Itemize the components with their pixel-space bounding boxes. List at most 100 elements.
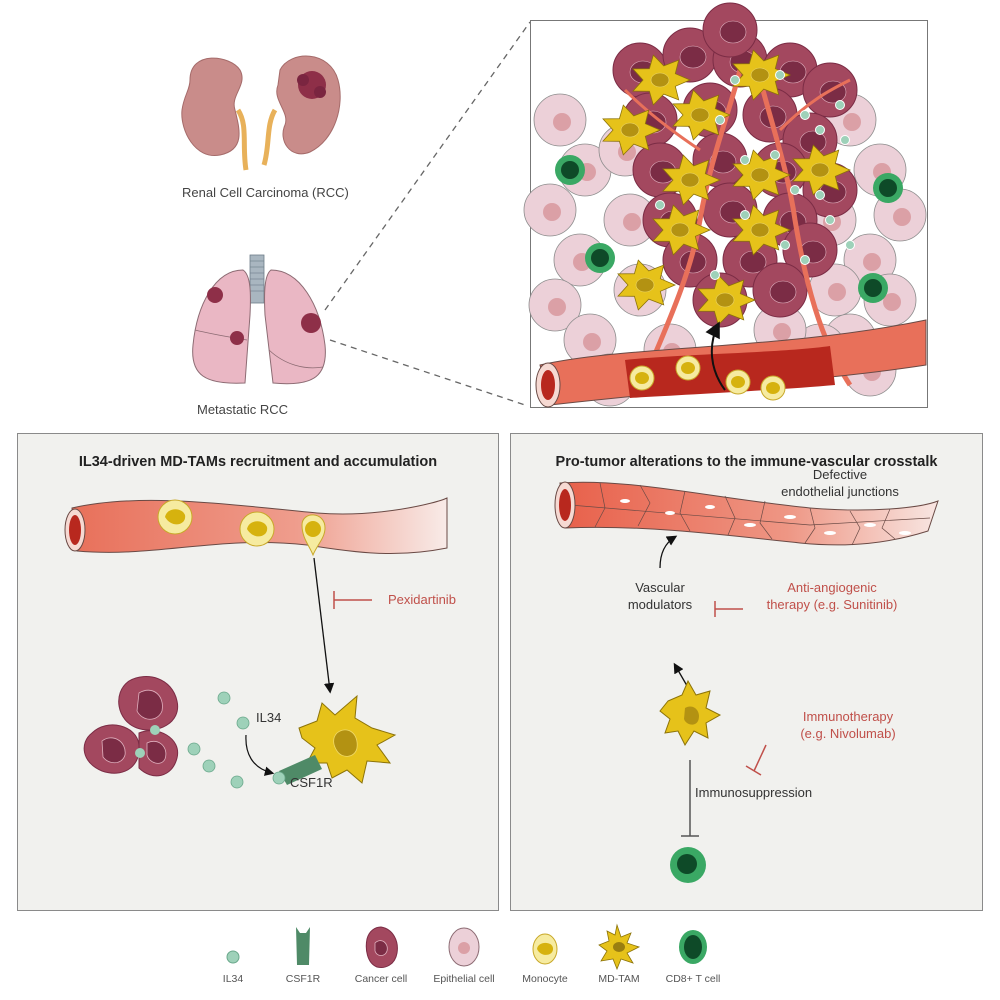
monocyte: [157, 499, 193, 535]
il34-molecule: [840, 135, 850, 145]
cd8-t-cell: [670, 847, 706, 883]
cancer-nucleus: [769, 280, 797, 304]
il34-molecule: [835, 100, 845, 110]
il34-molecule: [740, 155, 750, 165]
csf1r-label: CSF1R: [290, 775, 333, 790]
vascular-modulators-line1: Vascular: [635, 580, 685, 595]
il34-molecule: [770, 150, 780, 160]
epithelial-nucleus: [553, 113, 571, 131]
legend-label: Epithelial cell: [433, 973, 495, 985]
vessel-opening-lumen: [541, 370, 555, 400]
cd8-t-cell-nucleus: [591, 249, 609, 267]
il34-molecule: [815, 190, 825, 200]
md-tam-nucleus: [650, 72, 670, 88]
kidney-label: Renal Cell Carcinoma (RCC): [182, 185, 349, 200]
legend-item-epithelial-cell: Epithelial cell: [419, 925, 509, 995]
csf1r-icon: [296, 927, 310, 965]
il34-molecule: [815, 125, 825, 135]
md-tam-icon: [598, 923, 641, 971]
legend-item-monocyte: Monocyte: [500, 925, 590, 995]
il34-molecule: [655, 200, 665, 210]
md-tam-nucleus: [690, 107, 710, 123]
epithelial-nucleus: [773, 323, 791, 341]
capillary: [623, 88, 701, 152]
legend-item-csf1r: CSF1R: [258, 925, 348, 995]
antiangiogenic-label: Anti-angiogenic therapy (e.g. Sunitinib): [742, 579, 922, 613]
md-tam-nucleus: [810, 162, 830, 178]
legend-item-cancer-cell: Cancer cell: [336, 925, 426, 995]
md-tam-nucleus: [750, 222, 770, 238]
monocyte-nucleus: [635, 372, 649, 384]
epithelial-nucleus: [583, 333, 601, 351]
cd8-t-cell-nucleus: [879, 179, 897, 197]
il34-molecule: [740, 210, 750, 220]
junctions-label-line2: endothelial junctions: [781, 484, 899, 499]
legend-label: CSF1R: [285, 973, 321, 985]
epithelial-nucleus: [893, 208, 911, 226]
il34-molecule: [730, 75, 740, 85]
inhibitor-bar-antiangiogenic: [714, 601, 743, 617]
monocyte-nucleus: [731, 376, 745, 388]
lung-metastasis: [230, 331, 244, 345]
epithelial-nucleus: [863, 253, 881, 271]
il34-icon: [226, 950, 240, 964]
crosstalk-illustration: [554, 481, 939, 883]
csf1r-receptor: [279, 755, 322, 785]
capillary: [637, 69, 743, 391]
right-ureter: [261, 108, 278, 166]
left-kidney: [181, 57, 243, 156]
md-tam-nucleus: [750, 67, 770, 83]
legend-item-il34: IL34: [188, 925, 278, 995]
inhibitor-bar-pexidartinib: [333, 591, 372, 609]
legend-item-md-tam: MD-TAM: [574, 923, 664, 995]
il34-molecules: [187, 691, 286, 789]
lung-metastasis: [301, 313, 321, 333]
il34-molecule: [715, 115, 725, 125]
vascular-modulators-label: Vascular modulators: [600, 579, 720, 613]
cancer-nucleus: [719, 20, 747, 44]
monocyte: [239, 511, 275, 547]
il34-molecule: [780, 240, 790, 250]
cancer-nucleus: [679, 45, 707, 69]
il34-molecule: [825, 215, 835, 225]
legend-item-cd8-t-cell: CD8+ T cell: [648, 925, 738, 995]
epithelial-nucleus: [828, 283, 846, 301]
lung-label: Metastatic RCC: [197, 402, 289, 417]
md-tam-nucleus: [715, 292, 735, 308]
md-tam-nucleus: [680, 172, 700, 188]
il34-binding-arrow: [245, 734, 275, 776]
antiangiogenic-line1: Anti-angiogenic: [787, 580, 877, 595]
il34-molecule: [775, 70, 785, 80]
epithelial-cell-icon: [448, 927, 480, 967]
il34-molecule: [800, 110, 810, 120]
cd8-t-cell-nucleus: [561, 161, 579, 179]
md-tam-nucleus: [620, 122, 640, 138]
junctions-label: Defective endothelial junctions: [760, 466, 920, 500]
immunotherapy-label: Immunotherapy (e.g. Nivolumab): [778, 708, 918, 742]
inhibitor-bar-immunotherapy: [745, 744, 767, 776]
antiangiogenic-line2: therapy (e.g. Sunitinib): [766, 597, 898, 612]
panel-crosstalk-title: Pro-tumor alterations to the immune-vasc…: [555, 454, 938, 470]
recruitment-illustration: [64, 497, 448, 789]
panel-recruitment-title: IL34-driven MD-TAMs recruitment and accu…: [78, 454, 438, 470]
epithelial-nucleus: [843, 113, 861, 131]
immunosuppression-inhibitor: [681, 760, 699, 837]
tumor-microenvironment: [523, 2, 927, 408]
kidneys-illustration: [181, 55, 341, 171]
lungs-illustration: [192, 254, 326, 385]
cd8-t-cell-nucleus: [864, 279, 882, 297]
md-tam-nucleus: [750, 167, 770, 183]
il34-molecule: [710, 270, 720, 280]
lung-metastasis: [207, 287, 223, 303]
pexidartinib-label: Pexidartinib: [388, 592, 456, 607]
immunosuppression-label: Immunosuppression: [695, 785, 813, 800]
il34-molecule: [845, 240, 855, 250]
md-tam-nucleus: [635, 277, 655, 293]
il34-label: IL34: [256, 710, 282, 725]
zoom-connector-lines: [324, 21, 531, 406]
recruitment-arrow: [705, 321, 726, 391]
leaky-blood-vessel: [554, 481, 939, 546]
epithelial-nucleus: [883, 293, 901, 311]
md-tam-nucleus: [670, 222, 690, 238]
il34-molecule: [800, 255, 810, 265]
